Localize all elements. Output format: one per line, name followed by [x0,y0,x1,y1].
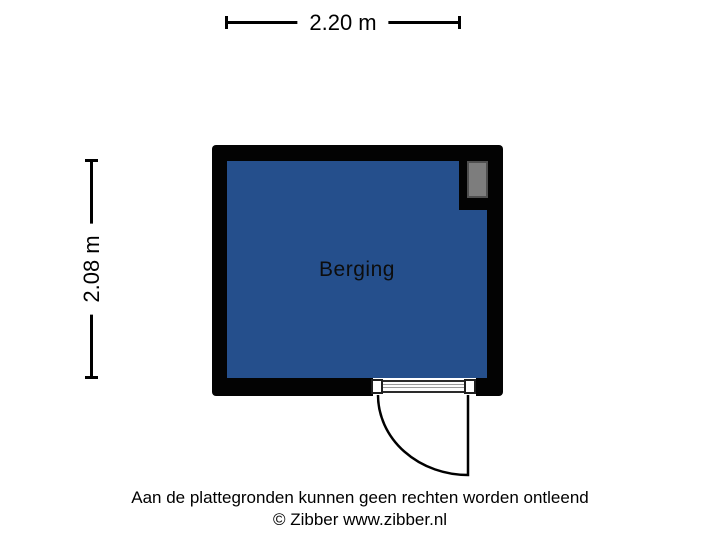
height-dimension-label: 2.08 m [76,223,108,315]
shaft-box [467,161,488,198]
width-dimension-tick-left [225,16,228,29]
threshold-stripe [375,387,474,388]
width-dimension-label: 2.20 m [297,7,389,39]
door-threshold [373,380,476,393]
door-jamb-left [371,379,383,394]
disclaimer-text: Aan de plattegronden kunnen geen rechten… [131,488,589,507]
door-jamb-right [464,379,476,394]
room-floor [227,161,487,378]
height-dimension-tick-bottom [85,376,98,379]
room-label: Berging [319,257,395,281]
height-dimension-tick-top [85,159,98,162]
width-dimension-tick-right [458,16,461,29]
copyright-text: © Zibber www.zibber.nl [272,510,448,529]
threshold-stripe [375,384,474,385]
